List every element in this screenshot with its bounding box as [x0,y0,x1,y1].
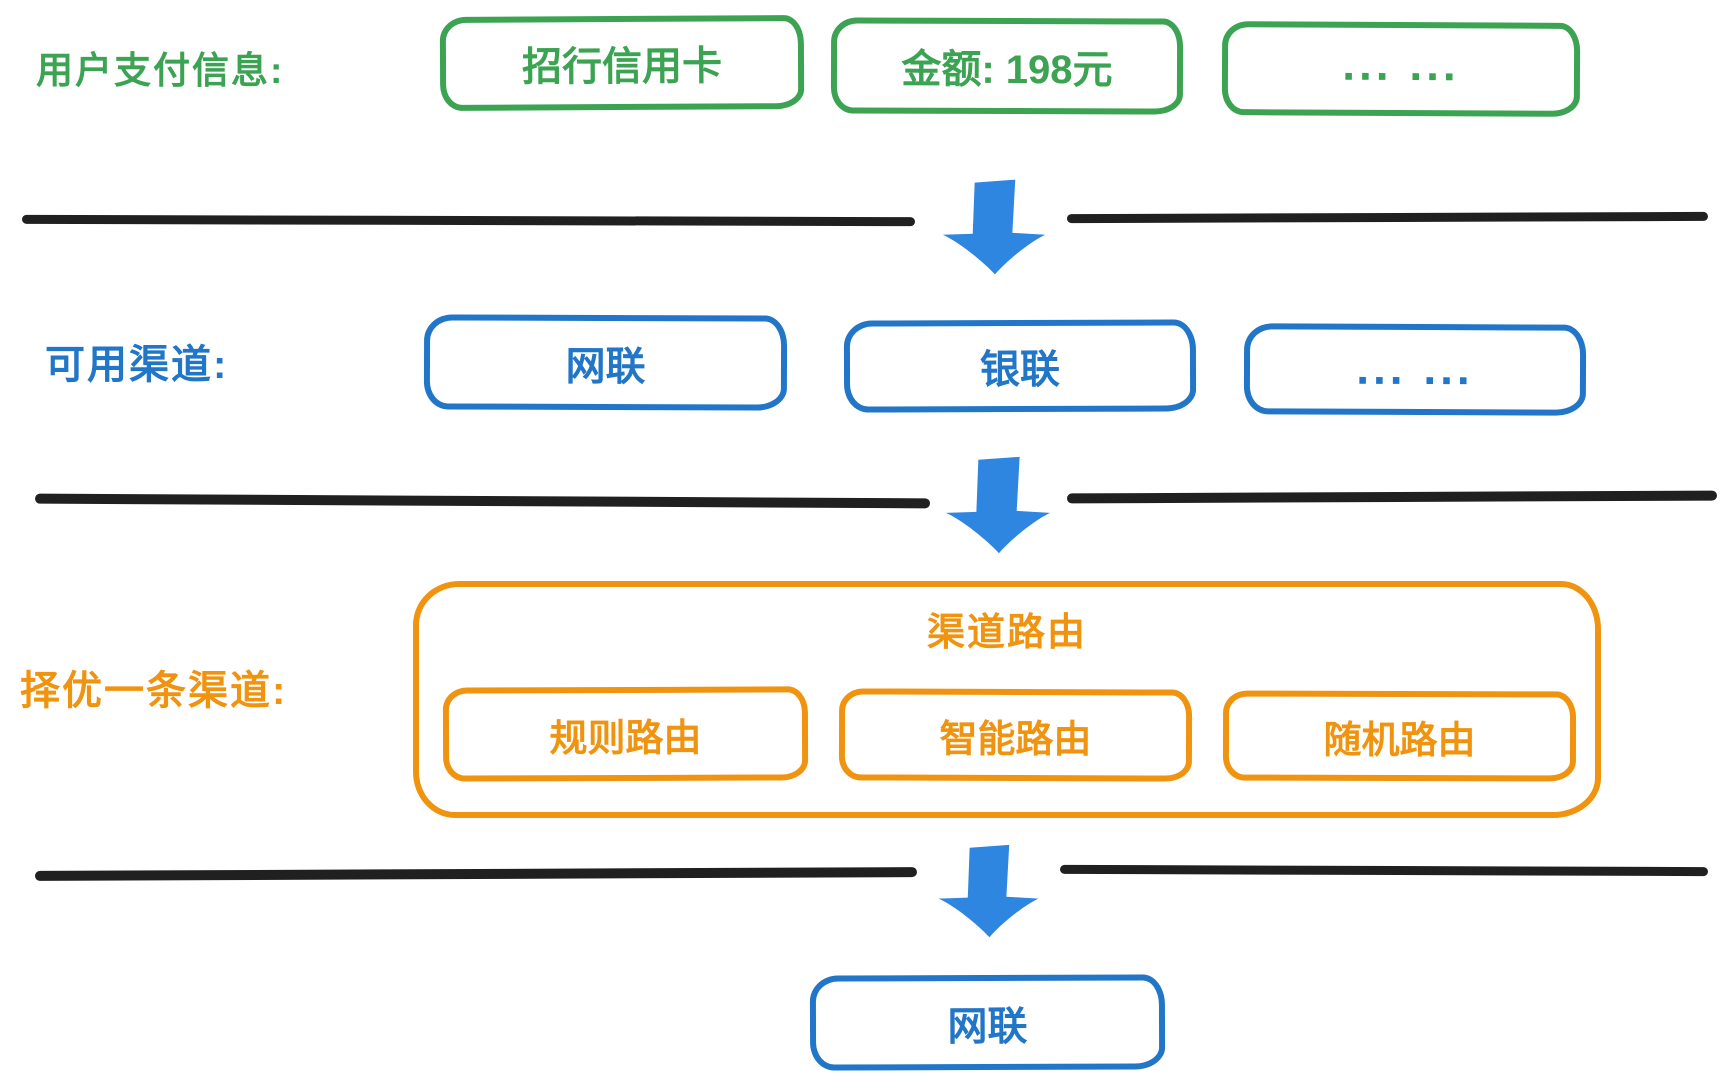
divider-line-3-right [1059,864,1709,877]
divider-line-2-right [1066,490,1718,504]
routing-container-title: 渠道路由 [926,612,1087,654]
payment-box-card: 招行信用卡 [439,15,805,111]
routing-container: 渠道路由 规则路由 智能路由 随机路由 [413,581,1601,818]
available-channels-label: 可用渠道: [45,343,229,387]
routing-box-smart: 智能路由 [838,688,1193,782]
channel-box-more: ... ... [1243,323,1587,416]
down-arrow-icon [945,456,1051,554]
down-arrow-icon [938,844,1039,938]
payment-box-amount: 金额: 198元 [830,17,1184,115]
payment-box-more-text: ... ... [1342,37,1460,91]
channel-box-more-text: ... ... [1356,341,1474,394]
choose-channel-label: 择优一条渠道: [20,669,288,713]
payment-info-label: 用户支付信息: [36,50,285,91]
divider-line-3-left [34,867,918,881]
payment-box-card-text: 招行信用卡 [521,44,723,90]
channel-box-netsunion-text: 网联 [565,344,646,389]
routing-box-rule-text: 规则路由 [549,717,702,760]
routing-box-random-text: 随机路由 [1323,719,1476,762]
channel-box-unionpay: 银联 [843,319,1197,413]
divider-line-1-right [1066,211,1709,224]
result-box-netsunion-text: 网联 [947,1004,1028,1049]
routing-box-rule: 规则路由 [442,686,809,782]
payment-box-more: ... ... [1221,21,1581,117]
divider-line-1-left [21,214,916,227]
channel-box-netsunion: 网联 [423,314,788,411]
payment-box-amount-text: 金额: 198元 [901,47,1113,93]
down-arrow-icon [942,179,1046,275]
routing-box-smart-text: 智能路由 [939,718,1092,761]
result-box-netsunion: 网联 [809,974,1166,1071]
routing-box-random: 随机路由 [1222,690,1577,782]
channel-box-unionpay-text: 银联 [979,347,1061,393]
divider-line-2-left [34,493,931,509]
